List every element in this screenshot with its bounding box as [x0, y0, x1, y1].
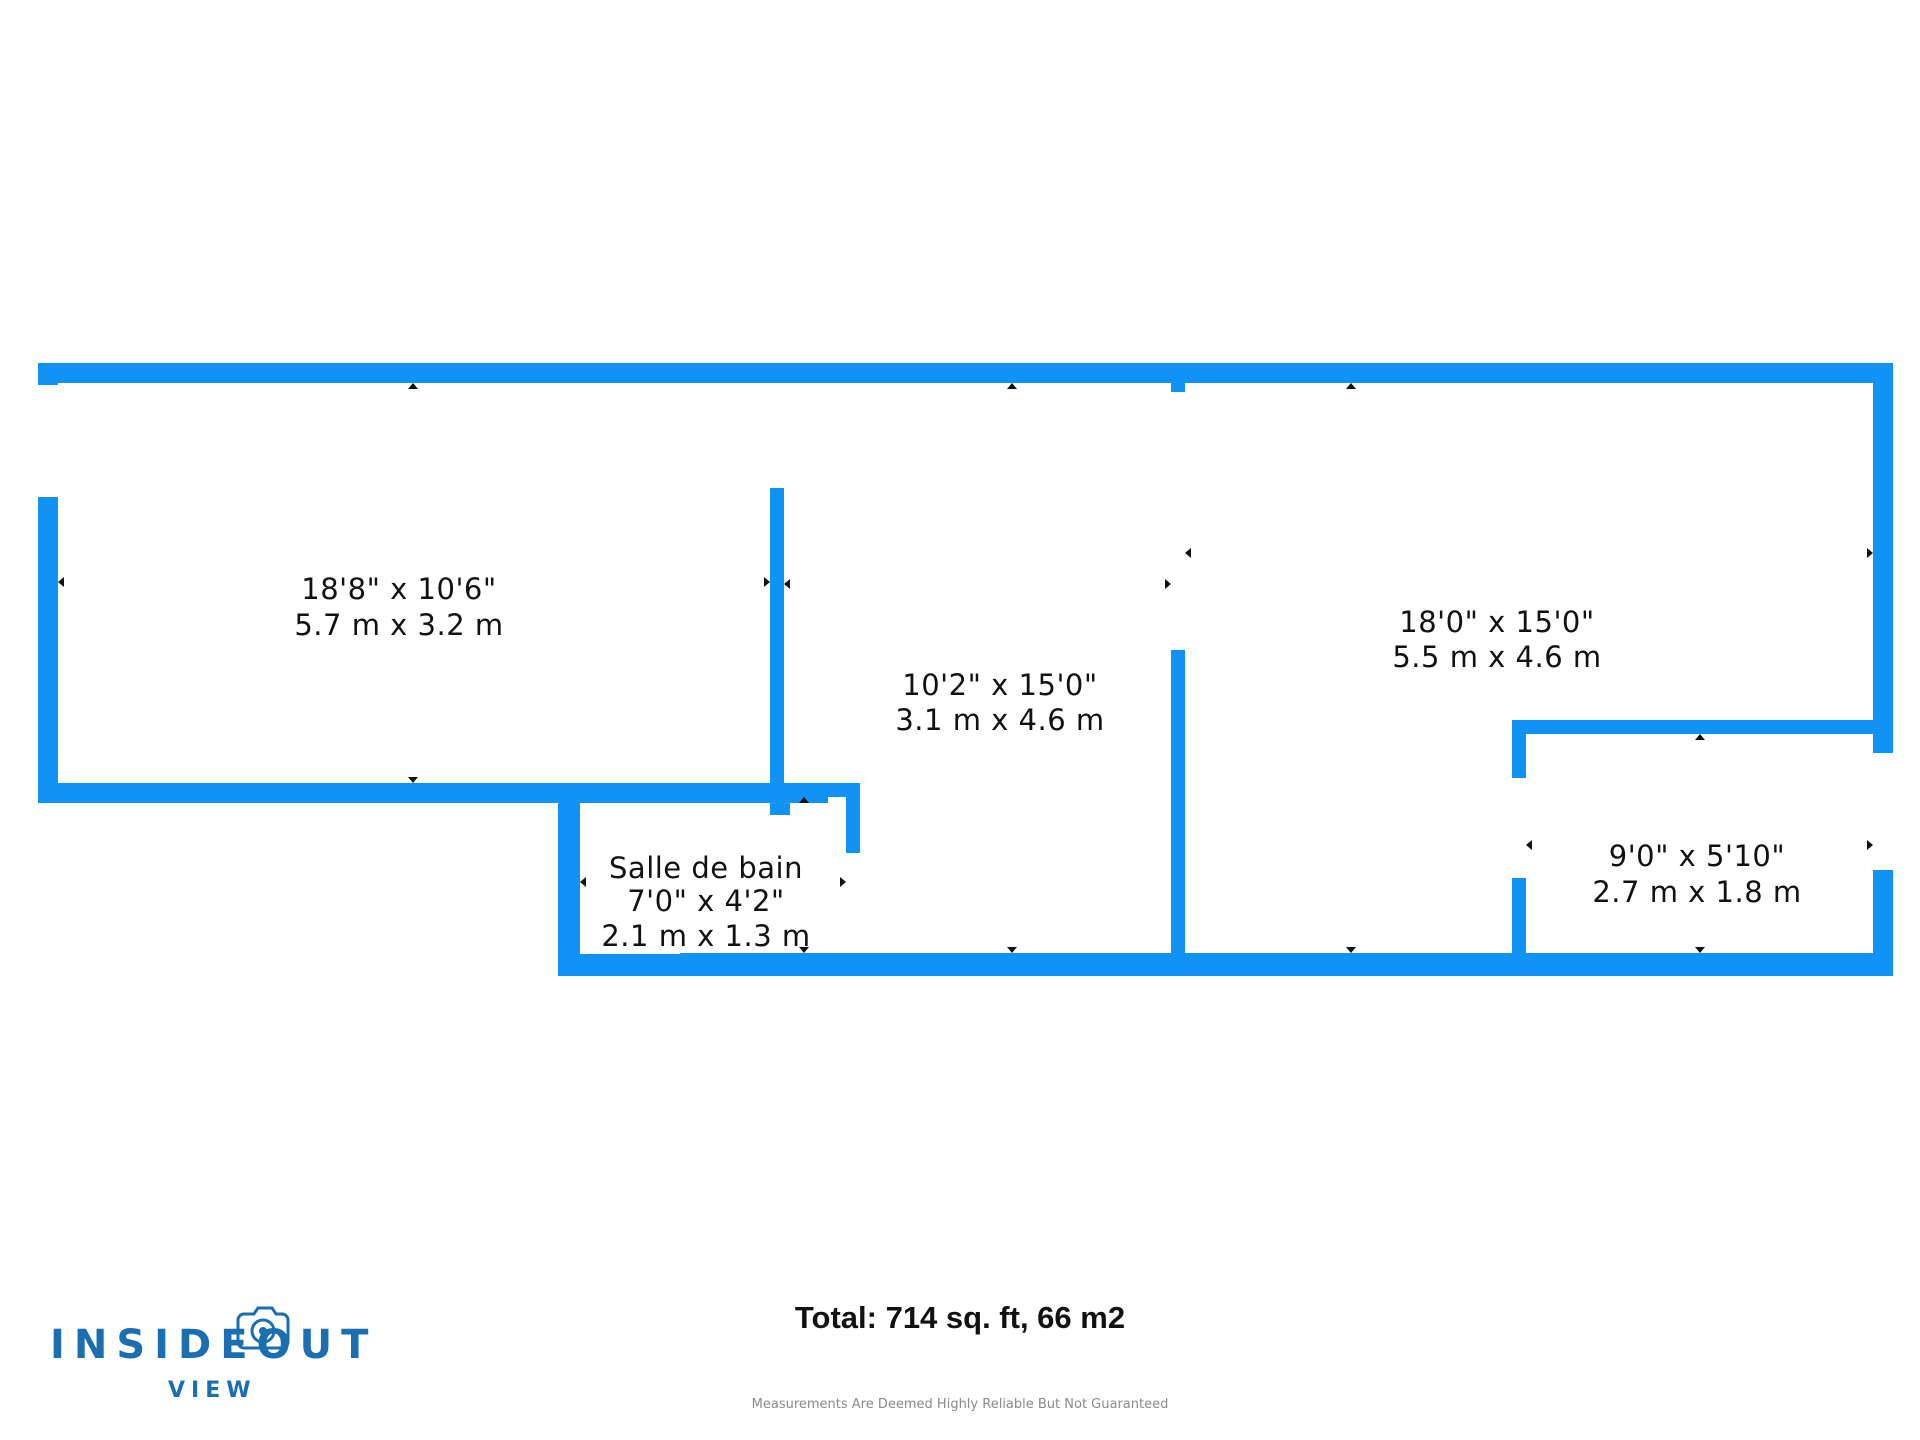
room-2-dimensions-metric: 3.1 m x 4.6 m [895, 703, 1104, 737]
bathroom-dimensions-imperial: 7'0" x 4'2" [627, 884, 785, 918]
arrow-right-marker [840, 877, 846, 887]
wall-room5-left-upper [1512, 720, 1526, 778]
arrow-left-marker [784, 579, 790, 589]
room-5-dimensions-imperial: 9'0" x 5'10" [1609, 839, 1785, 873]
arrow-up-marker [799, 797, 809, 803]
wall-room1-room2 [770, 488, 784, 798]
bathroom-name: Salle de bain [609, 851, 803, 885]
arrow-down-marker [1695, 947, 1705, 953]
arrow-down-marker [408, 777, 418, 783]
arrow-right-marker [1867, 548, 1873, 558]
wall-bath-top [558, 783, 860, 797]
room-3-dimensions-metric: 5.5 m x 4.6 m [1392, 640, 1601, 674]
arrow-up-marker [1346, 383, 1356, 389]
arrow-up-marker [1695, 734, 1705, 740]
window-frame [38, 497, 58, 779]
wall-room5-top [1512, 720, 1886, 734]
arrow-left-marker [1526, 840, 1532, 850]
wall-bottom [558, 953, 1893, 976]
bathroom-dimensions-metric: 2.1 m x 1.3 m [601, 919, 810, 953]
arrow-down-marker [799, 947, 809, 953]
room-1-dimensions-metric: 5.7 m x 3.2 m [294, 608, 503, 642]
room-3-dimensions-imperial: 18'0" x 15'0" [1399, 605, 1594, 639]
arrow-up-marker [408, 383, 418, 389]
wall-room2-room3-lower [1171, 650, 1185, 965]
arrow-up-marker [1007, 383, 1017, 389]
wall-bath-left [558, 783, 580, 976]
arrow-right-marker [764, 577, 770, 587]
arrow-down-marker [1007, 947, 1017, 953]
wall-room2-room3-upper [1171, 363, 1185, 393]
openings [580, 392, 1893, 954]
room-1-dimensions-imperial: 18'8" x 10'6" [301, 572, 496, 606]
wall-top [38, 363, 1893, 383]
logo-text: INSIDEOUT [50, 1322, 378, 1368]
walls [38, 363, 1893, 976]
logo-subtext: VIEW [168, 1378, 257, 1403]
wall-left-upper [38, 363, 58, 385]
arrow-left-marker [58, 577, 64, 587]
arrow-right-marker [1165, 579, 1171, 589]
camera-icon [236, 1306, 290, 1350]
wall-room5-left-lower [1512, 878, 1526, 968]
disclaimer: Measurements Are Deemed Highly Reliable … [751, 1397, 1169, 1412]
wall-right-lower [1873, 870, 1893, 976]
wall-bath-notch [770, 783, 790, 815]
arrow-right-marker [1867, 840, 1873, 850]
room-5-dimensions-metric: 2.7 m x 1.8 m [1592, 875, 1801, 909]
brand-logo: INSIDEOUT VIEW [50, 1300, 370, 1410]
room-2-dimensions-imperial: 10'2" x 15'0" [902, 668, 1097, 702]
total-area: Total: 714 sq. ft, 66 m2 [794, 1300, 1126, 1335]
arrow-left-marker [580, 877, 586, 887]
arrow-down-marker [1346, 947, 1356, 953]
wall-bath-right [846, 783, 860, 853]
wall-right-upper [1873, 363, 1893, 753]
measurement-arrows [58, 383, 1873, 953]
arrow-left-marker [1185, 548, 1191, 558]
